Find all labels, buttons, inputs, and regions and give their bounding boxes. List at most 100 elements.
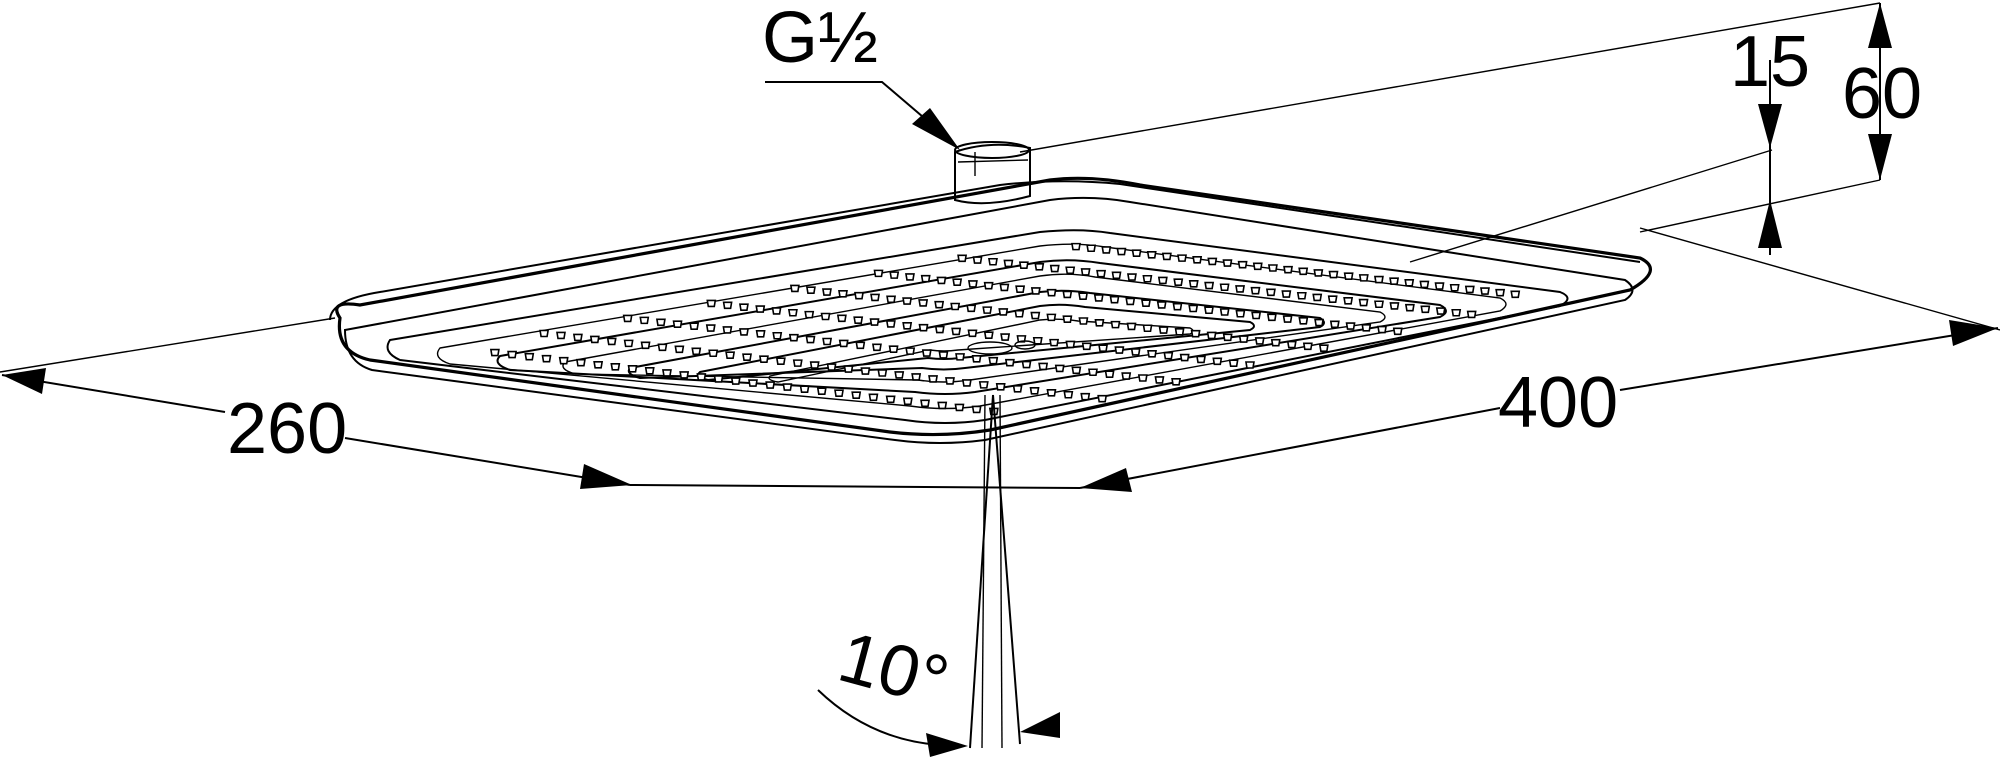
spray-nozzle bbox=[1142, 324, 1153, 333]
spray-nozzle bbox=[640, 341, 651, 350]
spray-nozzle bbox=[1177, 254, 1187, 262]
spray-nozzle bbox=[725, 351, 736, 360]
spray-nozzle bbox=[894, 371, 905, 379]
spray-nozzle bbox=[1374, 300, 1384, 309]
spray-nozzle bbox=[1480, 287, 1490, 295]
spray-nozzle bbox=[1154, 376, 1165, 384]
spray-nozzle bbox=[689, 322, 700, 330]
spray-nozzle bbox=[822, 337, 833, 346]
spray-nozzle bbox=[1203, 306, 1214, 315]
spray-nozzle bbox=[1495, 288, 1506, 297]
spray-nozzle bbox=[1228, 359, 1239, 367]
spray-nozzle bbox=[868, 393, 879, 402]
spray-nozzle bbox=[1101, 246, 1112, 254]
spray-nozzle bbox=[1302, 342, 1313, 351]
spray-nozzle bbox=[1093, 294, 1104, 302]
extension-lines bbox=[0, 2, 2000, 373]
spray-nozzle bbox=[713, 375, 724, 383]
spray-nozzle bbox=[691, 347, 702, 356]
spray-nozzle bbox=[1173, 278, 1184, 286]
spray-nozzle bbox=[722, 301, 733, 310]
spray-nozzle bbox=[902, 397, 913, 406]
spray-nozzle bbox=[826, 363, 837, 371]
spray-nozzle bbox=[999, 283, 1010, 292]
spray-nozzle bbox=[1265, 288, 1276, 297]
spray-nozzle bbox=[805, 286, 816, 295]
spray-nozzle bbox=[936, 276, 947, 285]
spray-nozzle bbox=[1510, 290, 1521, 299]
length-dimension-400 bbox=[629, 320, 1999, 492]
spray-nozzle bbox=[937, 401, 948, 410]
spray-nozzle bbox=[742, 353, 752, 362]
spray-nozzle bbox=[805, 335, 816, 344]
spray-nozzle bbox=[950, 302, 961, 311]
spray-nozzle bbox=[1298, 267, 1309, 276]
height-dimension-60 bbox=[1868, 3, 1892, 180]
spray-nozzle bbox=[541, 354, 552, 363]
spray-nozzle bbox=[1065, 266, 1076, 275]
spray-nozzle bbox=[854, 291, 864, 300]
spray-nozzle bbox=[1171, 378, 1182, 386]
spray-nozzle bbox=[920, 399, 930, 408]
spray-nozzle bbox=[1420, 305, 1431, 314]
spray-nozzle bbox=[1404, 279, 1415, 287]
spray-nozzle bbox=[934, 325, 945, 334]
spray-nozzle bbox=[755, 305, 766, 313]
spray-nozzle bbox=[1062, 315, 1073, 323]
spray-nozzle bbox=[954, 403, 965, 412]
spray-nozzle bbox=[982, 306, 993, 314]
spray-nozzle bbox=[1137, 374, 1148, 382]
spray-nozzle bbox=[1110, 320, 1121, 329]
spray-nozzle bbox=[1266, 313, 1277, 322]
spray-nozzle bbox=[873, 269, 884, 278]
spray-nozzle bbox=[655, 318, 666, 327]
spray-nozzle bbox=[1206, 331, 1217, 340]
spray-nozzle bbox=[1345, 322, 1356, 330]
spray-nozzle bbox=[1032, 336, 1043, 345]
spray-nozzle bbox=[995, 383, 1006, 391]
spray-nozzle bbox=[1219, 308, 1230, 316]
spray-nozzle bbox=[1098, 344, 1108, 353]
spray-nozzle bbox=[1358, 298, 1369, 307]
spray-nozzle bbox=[1030, 311, 1041, 320]
spray-nozzle bbox=[606, 337, 617, 346]
logo-mark bbox=[967, 340, 1036, 355]
spray-nozzle bbox=[610, 362, 621, 371]
spray-nozzle bbox=[816, 387, 827, 395]
spray-nozzle bbox=[870, 293, 880, 302]
spray-nozzle bbox=[1141, 299, 1151, 308]
spray-nozzle bbox=[1254, 337, 1265, 345]
spray-nozzle bbox=[1147, 350, 1157, 358]
spray-nozzle bbox=[738, 303, 749, 311]
spray-nozzle bbox=[1157, 276, 1168, 285]
spray-nozzle bbox=[853, 316, 864, 325]
spray-nozzle bbox=[836, 314, 847, 323]
spray-nozzle bbox=[623, 339, 634, 348]
spray-angle-indicator bbox=[817, 394, 1060, 757]
spray-nozzle bbox=[838, 339, 849, 348]
spray-nozzle bbox=[1142, 274, 1153, 283]
connector-stub bbox=[954, 141, 1031, 205]
spray-nozzle bbox=[886, 295, 897, 304]
spray-nozzle bbox=[1080, 392, 1091, 401]
spray-nozzle bbox=[1389, 302, 1400, 310]
spray-nozzle bbox=[1314, 318, 1325, 327]
spray-nozzle bbox=[918, 323, 929, 332]
spray-nozzle bbox=[952, 278, 963, 286]
spray-nozzle bbox=[1000, 333, 1011, 341]
spray-nozzle bbox=[1156, 301, 1167, 309]
spray-nozzle bbox=[1062, 290, 1073, 299]
spray-nozzle bbox=[822, 288, 832, 296]
spray-nozzle bbox=[772, 331, 783, 340]
spray-nozzle bbox=[524, 352, 535, 361]
spray-nozzle bbox=[696, 373, 707, 381]
spray-nozzle bbox=[705, 324, 716, 332]
spray-nozzle bbox=[998, 308, 1009, 316]
spray-nozzle bbox=[1238, 335, 1249, 343]
spray-nozzle bbox=[1270, 338, 1281, 347]
spray-nozzle bbox=[1196, 355, 1206, 364]
angle-label: 10° bbox=[831, 617, 957, 722]
spray-nozzle bbox=[789, 284, 800, 293]
spray-nozzle bbox=[1163, 351, 1174, 360]
